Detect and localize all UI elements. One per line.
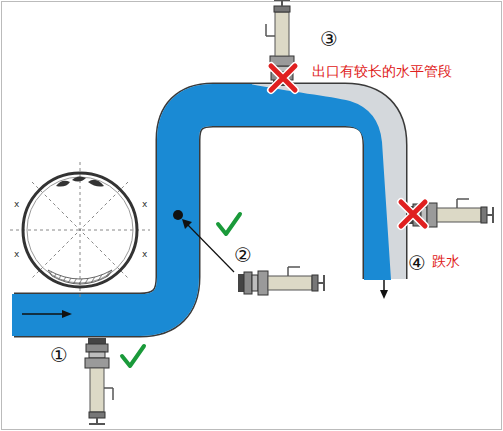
axis-mark: x bbox=[14, 250, 19, 260]
sensor-2 bbox=[238, 267, 324, 295]
callout-number: ② bbox=[234, 244, 252, 266]
cross-section bbox=[10, 162, 150, 298]
axis-mark: x bbox=[142, 250, 147, 260]
note-text: 跌水 bbox=[432, 254, 460, 269]
callout-number: ① bbox=[50, 344, 68, 366]
axis-mark: x bbox=[142, 200, 147, 210]
callout-number: ④ bbox=[408, 252, 426, 274]
axis-mark: x bbox=[14, 200, 19, 210]
sensor-1 bbox=[85, 338, 113, 424]
callout-number: ③ bbox=[320, 28, 338, 50]
note-text: 出口有较长的水平管段 bbox=[312, 64, 452, 79]
